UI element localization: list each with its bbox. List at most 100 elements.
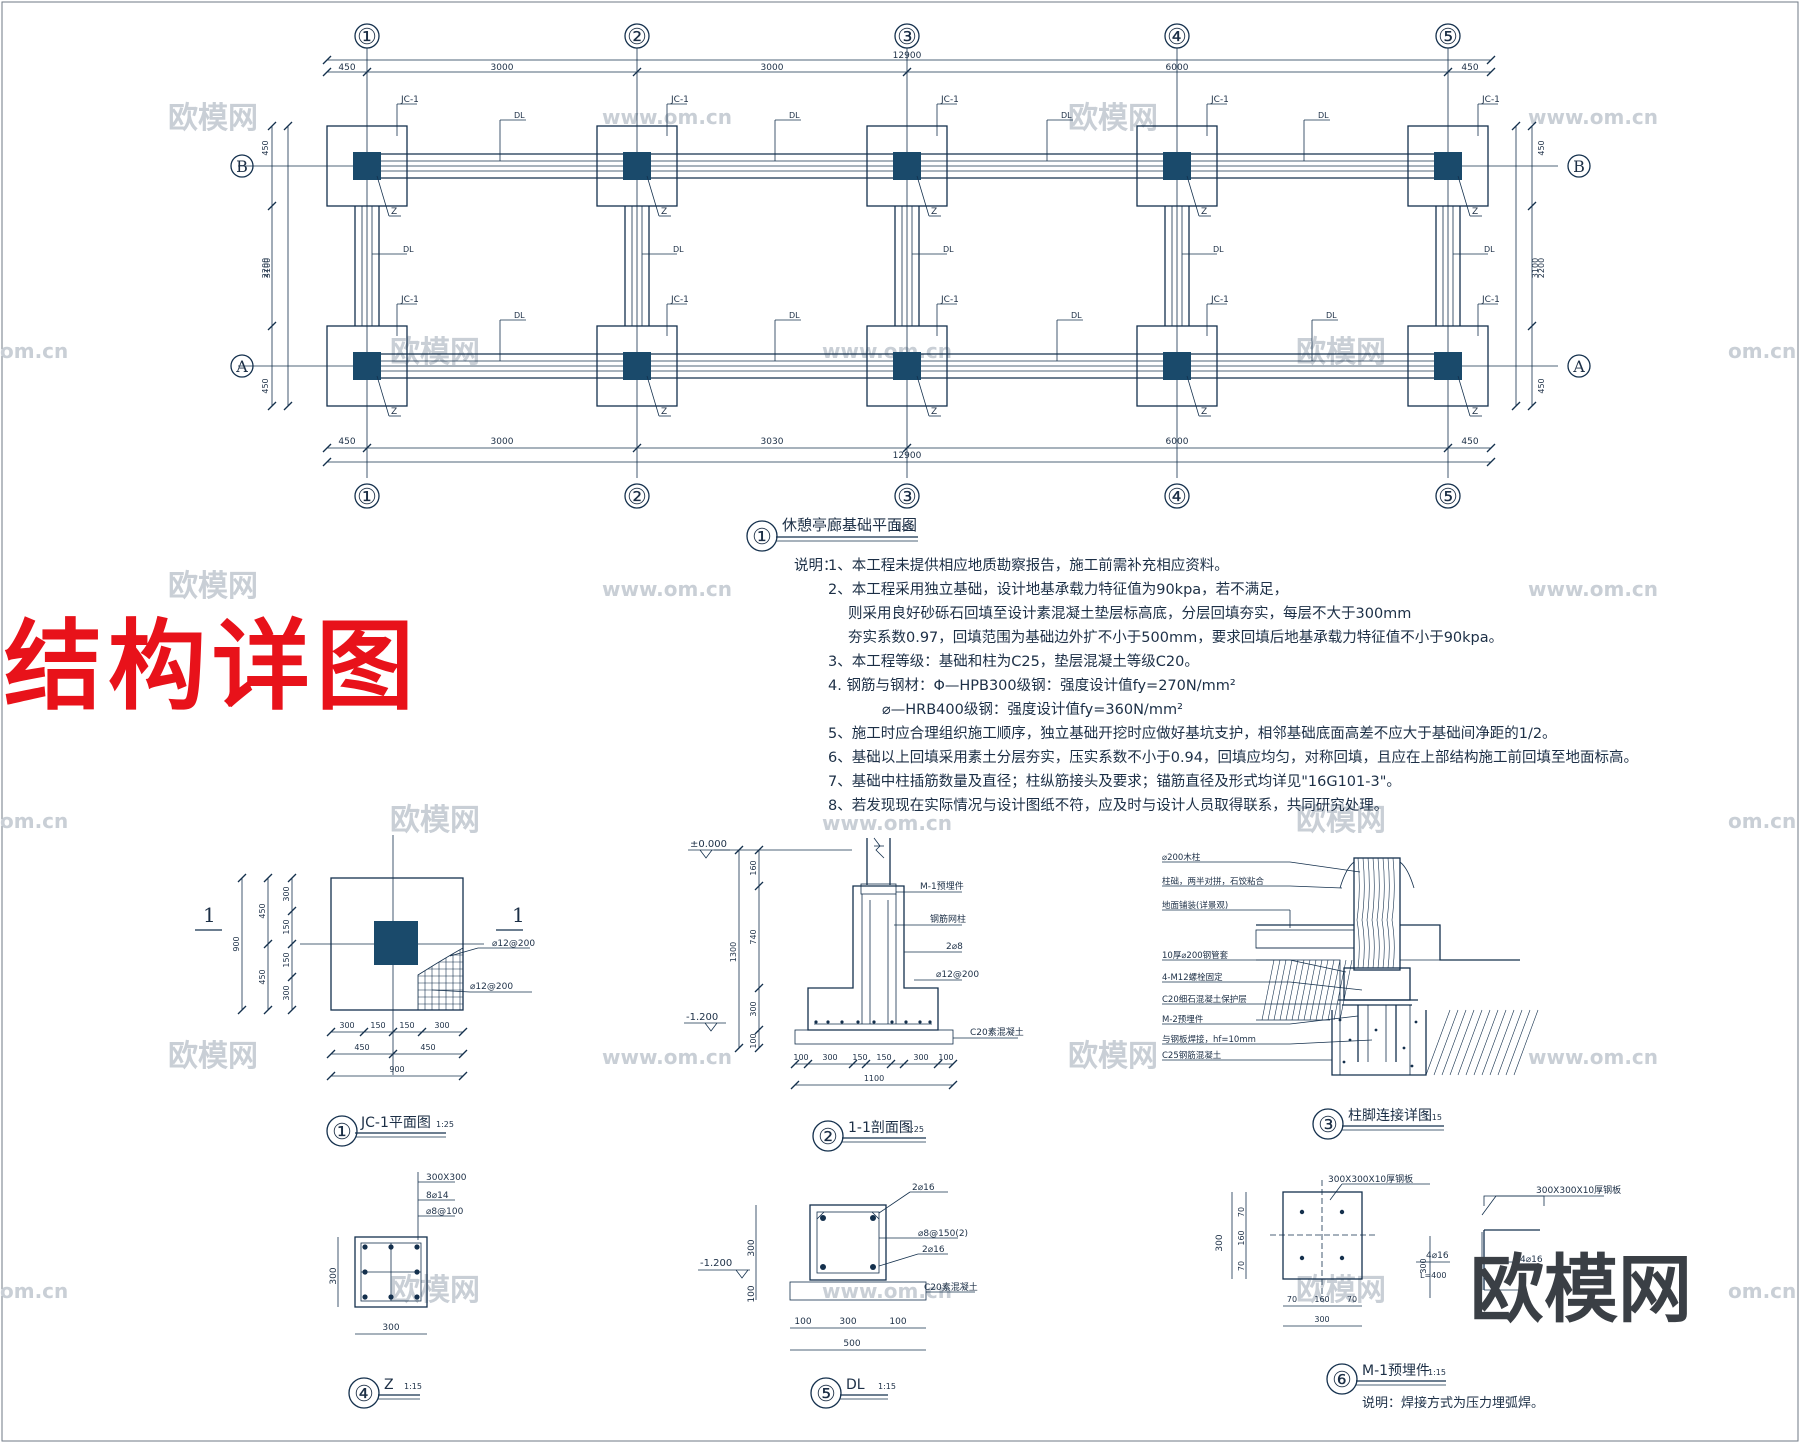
m1-dim-v3: 70 — [1237, 1261, 1246, 1271]
dl-label-stir: ⌀8@150(2) — [918, 1229, 968, 1239]
base-title-number: ③ — [1318, 1113, 1338, 1138]
base-label: 柱础，两半对拼，石饺粘合 — [1162, 876, 1265, 887]
note-2c: 夯实系数0.97，回填范围为基础边外扩不小于500mm，要求回填后地基承载力特征… — [848, 630, 1504, 646]
rebar-dot — [388, 1244, 394, 1250]
s11-dim-v-total: 1300 — [729, 942, 738, 962]
m1-dim-h-total: 300 — [1314, 1315, 1329, 1324]
jc1-scale: 1:25 — [436, 1120, 454, 1129]
dl-dim-v1: 300 — [747, 1239, 757, 1256]
watermark-logo: 欧模网 — [390, 335, 480, 370]
label-dl: DL — [1213, 245, 1224, 254]
anchor-dot — [1339, 1209, 1345, 1215]
s11-label-pad: C20素混凝土 — [970, 1026, 1024, 1038]
label-z: Z — [391, 407, 397, 417]
base-label: C20细石混凝土保护层 — [1162, 994, 1247, 1005]
axis-label-bottom: ④ — [1167, 485, 1187, 510]
dim-top: 450 — [338, 63, 355, 73]
s11-dim-h: 100 — [938, 1053, 953, 1062]
jc1-dim-v-total: 900 — [232, 936, 241, 951]
dim-top: 3000 — [491, 63, 514, 73]
jc1-dim-v: 150 — [282, 919, 291, 934]
dl-title: DL — [846, 1377, 865, 1393]
z-label-size: 300X300 — [426, 1173, 467, 1183]
m1-title: M-1预埋件 — [1362, 1363, 1430, 1379]
dim-side: 2200 — [261, 258, 270, 278]
axis-bubble — [1435, 23, 1461, 49]
watermark-logo: 欧模网 — [168, 569, 258, 604]
watermark-url: www.om.cn — [822, 339, 952, 363]
jc1-dim-v2: 450 — [258, 969, 267, 984]
m1-dim-h1: 70 — [1287, 1295, 1297, 1304]
label-jc1: JC-1 — [940, 95, 959, 105]
base-scale: 1:15 — [1424, 1113, 1442, 1122]
label-jc1: JC-1 — [670, 95, 689, 105]
watermark-logo: 欧模网 — [1296, 803, 1386, 838]
base-title: 柱脚连接详图 — [1348, 1107, 1432, 1124]
dl-title-number: ⑤ — [816, 1382, 836, 1407]
m1-dim-h2: 160 — [1314, 1295, 1329, 1304]
plan-title: 休憩亭廊基础平面图 — [782, 516, 917, 534]
label-z: Z — [1201, 207, 1207, 217]
sheet-headline: 结构详图 — [4, 610, 421, 724]
rebar-dot — [928, 1020, 932, 1024]
note-2b: 则采用良好砂砾石回填至设计素混凝土垫层标高底，分层回填夯实，每层不大于300mm — [848, 606, 1412, 622]
jc1-dim-h: 300 — [434, 1021, 449, 1030]
s11-label-col: 钢筋网柱 — [930, 913, 966, 925]
s11-title: 1-1剖面图 — [848, 1120, 913, 1136]
label-dl: DL — [789, 311, 800, 320]
axis-label-left: B — [236, 157, 248, 176]
s11-dim-h: 300 — [913, 1053, 928, 1062]
axis-label-right: B — [1573, 157, 1585, 176]
rebar-dot — [414, 1269, 420, 1275]
watermark-logo: 欧模网 — [1068, 1039, 1158, 1074]
watermark-logo: 欧模网 — [390, 1273, 480, 1308]
axis-label-bottom: ① — [357, 485, 377, 510]
dim-top: 3000 — [761, 63, 784, 73]
column-z — [893, 152, 921, 180]
label-jc1: JC-1 — [1481, 95, 1500, 105]
rebar-dot — [840, 1020, 844, 1024]
z-dim-h: 300 — [382, 1323, 399, 1333]
note-7: 7、基础中柱插筋数量及直径；柱纵筋接头及要求；锚筋直径及形式均详见"16G101… — [828, 774, 1401, 790]
label-jc1: JC-1 — [1210, 295, 1229, 305]
dim-side: 450 — [261, 378, 270, 393]
s11-label-r1: 2⌀8 — [946, 942, 963, 952]
watermark-logo: 欧模网 — [1068, 101, 1158, 136]
label-dl: DL — [514, 111, 525, 120]
watermark-url: om.cn — [0, 809, 68, 833]
m1-label-rebar2: 4⌀16 — [1520, 1255, 1543, 1265]
axis-bubble — [354, 23, 380, 49]
label-jc1: JC-1 — [1210, 95, 1229, 105]
s11-dim-h-total: 1100 — [864, 1074, 884, 1083]
watermark-logo: 欧模网 — [390, 803, 480, 838]
column-z — [1434, 152, 1462, 180]
jc1-dim-h2: 450 — [420, 1043, 435, 1052]
label-dl: DL — [1071, 311, 1082, 320]
axis-label-top: ⑤ — [1438, 25, 1458, 50]
base-label: 4-M12螺栓固定 — [1162, 972, 1223, 983]
footing-jc1 — [1136, 125, 1218, 207]
s11-dim-h: 150 — [852, 1053, 867, 1062]
axis-bubble — [624, 23, 650, 49]
detail-column-base: ⌀200木柱柱础，两半对拼，石饺粘合地面铺装(详景观)10厚⌀200钢管套4-M… — [1162, 852, 1539, 1140]
dim-bottom: 3030 — [761, 437, 784, 447]
jc1-dim-h2: 450 — [354, 1043, 369, 1052]
dim-side-total: 3100 — [1531, 258, 1540, 278]
rebar-dot — [872, 1020, 876, 1024]
rebar-dot — [870, 1215, 876, 1221]
column-z — [353, 352, 381, 380]
column-z — [893, 352, 921, 380]
jc1-dim-h: 150 — [399, 1021, 414, 1030]
dim-total-bottom: 12900 — [893, 451, 922, 461]
s11-dim-v: 100 — [749, 1033, 758, 1048]
s11-dim-h: 100 — [793, 1053, 808, 1062]
jc1-dim-h: 150 — [370, 1021, 385, 1030]
detail-embed-m1: 300X300X10厚钢板 300 70 160 70 70 160 70 30… — [1215, 1173, 1621, 1411]
section-mark-left: 1 — [203, 903, 216, 927]
column-z — [623, 352, 651, 380]
rebar-dot — [414, 1244, 420, 1250]
label-z: Z — [1472, 207, 1478, 217]
rebar-dot — [362, 1294, 368, 1300]
note-2: 2、本工程采用独立基础，设计地基承载力特征值为90kpa，若不满足， — [828, 582, 1289, 598]
